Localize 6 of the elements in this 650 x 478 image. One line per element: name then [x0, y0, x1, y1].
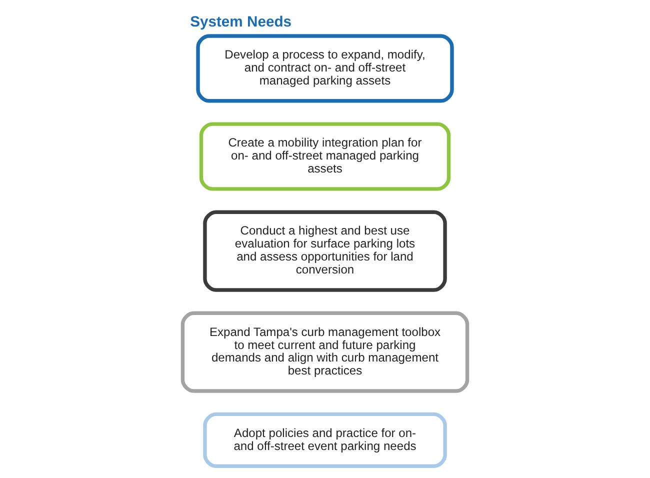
- diagram-title: System Needs: [190, 14, 292, 31]
- node-box: Conduct a highest and best use evaluation for surface parking lots and assess opportunities for land conversion: [203, 210, 447, 292]
- node-box: Develop a process to expand, modify, and contract on- and off-street managed parking assets: [196, 34, 454, 103]
- node-box: Create a mobility integration plan for on- and off-street managed parking assets: [199, 122, 451, 191]
- node-box: Expand Tampa's curb management toolbox to meet current and future parking demands and align with curb management best practices: [180, 311, 470, 393]
- node-box: Adopt policies and practice for on- and off-street event parking needs: [203, 412, 447, 468]
